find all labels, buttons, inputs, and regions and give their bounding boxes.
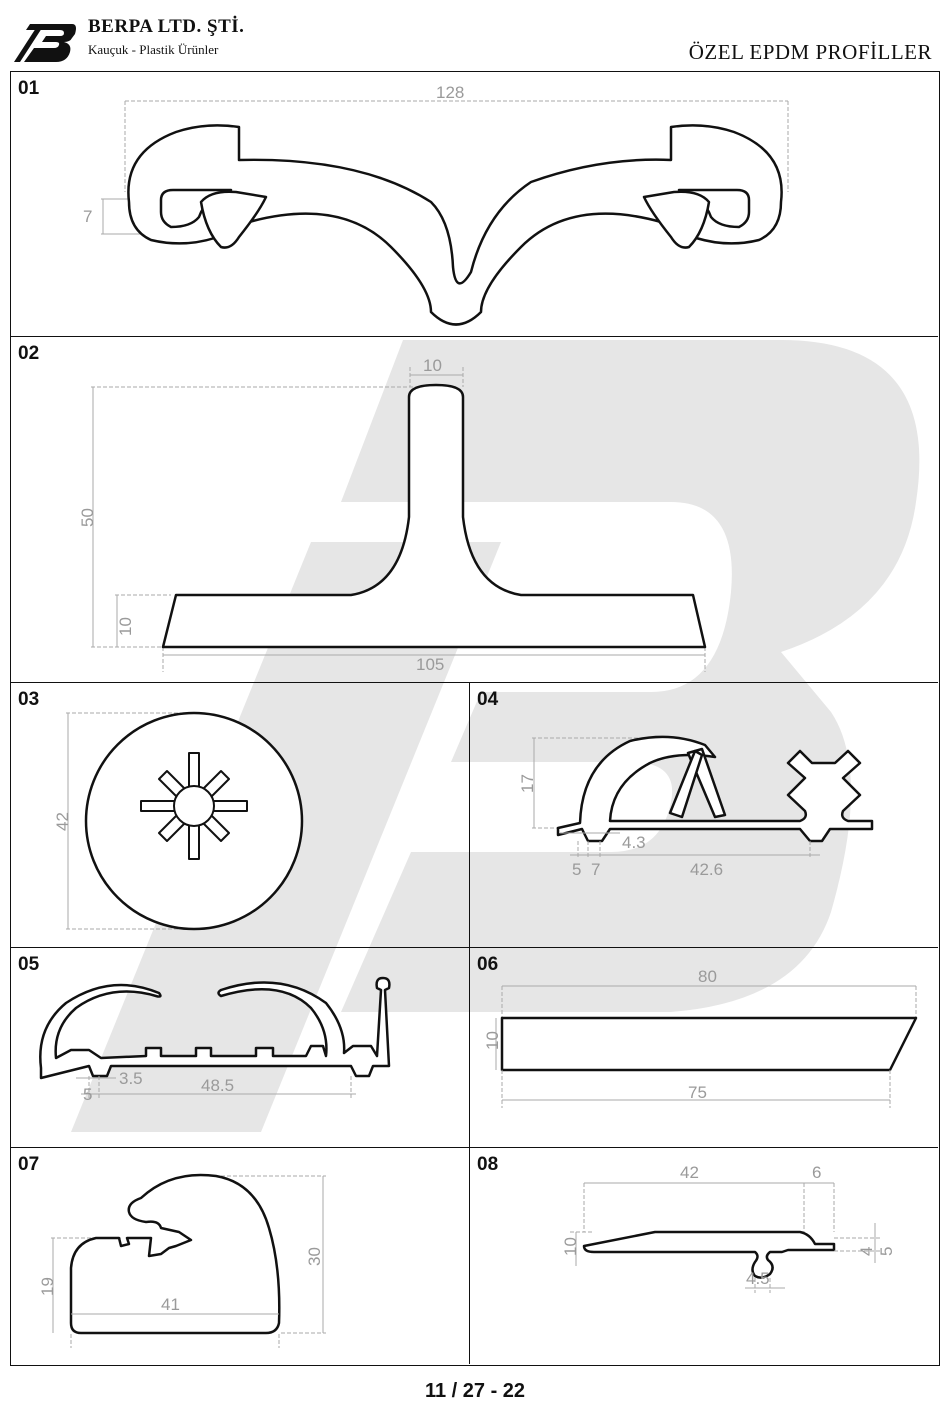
- dim-02-height: 50: [78, 508, 97, 527]
- dim-08-end-width: 6: [812, 1163, 821, 1182]
- panel-number: 04: [477, 689, 499, 710]
- dim-06-thickness: 10: [483, 1031, 502, 1050]
- profile-02-drawing: 10 50 10 105: [78, 356, 707, 674]
- panel-number: 03: [18, 689, 40, 710]
- profile-03-drawing: 42: [53, 711, 304, 931]
- profile-04-drawing: 17 4.3 5 7 42.6: [518, 735, 874, 879]
- profile-panel-07: 07 30 19 41: [11, 1148, 469, 1365]
- berpa-logo-icon: [14, 24, 76, 62]
- panel-number: 06: [477, 954, 499, 975]
- profile-07-drawing: 30 19 41: [38, 1173, 326, 1348]
- profile-panel-08: 08 42 6 10 4 5 4.5: [470, 1148, 939, 1365]
- dim-04-span: 42.6: [690, 860, 723, 879]
- dim-08-length: 42: [680, 1163, 699, 1182]
- panel-number: 08: [477, 1154, 499, 1175]
- dim-01-width: 128: [436, 83, 464, 102]
- dim-04-height: 17: [518, 774, 537, 793]
- dim-02-top-width: 10: [423, 356, 442, 375]
- profile-panel-05: 05 3.5 5 48.5: [11, 948, 469, 1147]
- company-name: BERPA LTD. ŞTİ.: [88, 16, 245, 37]
- profile-panel-03: 03 42: [11, 683, 469, 947]
- profile-08-drawing: 42 6 10 4 5 4.5: [561, 1163, 896, 1293]
- dim-07-left-height: 19: [38, 1277, 57, 1296]
- page-code: 11 / 27 - 22: [424, 1380, 526, 1402]
- profile-panel-02: 02 10 50 10 105: [11, 337, 939, 682]
- panel-number: 01: [18, 78, 40, 99]
- dim-07-height: 30: [305, 1247, 324, 1266]
- dim-07-width: 41: [161, 1295, 180, 1314]
- document-title: ÖZEL EPDM PROFİLLER: [688, 40, 932, 64]
- dim-06-top-length: 80: [698, 967, 717, 986]
- profile-panel-01: 01 128 7: [11, 72, 939, 336]
- dim-01-height: 7: [83, 207, 92, 226]
- dim-04-small-7: 7: [591, 860, 600, 879]
- dim-05-span: 48.5: [201, 1076, 234, 1095]
- dim-08-lip-4: 4: [857, 1247, 876, 1256]
- profile-05-drawing: 3.5 5 48.5: [39, 976, 391, 1104]
- dim-08-lip-5: 5: [877, 1247, 896, 1256]
- dim-06-bottom-length: 75: [688, 1083, 707, 1102]
- dim-02-base-height: 10: [116, 617, 135, 636]
- dim-05-small: 5: [83, 1085, 92, 1104]
- profile-01-drawing: 128 7: [83, 83, 789, 326]
- dim-03-diameter: 42: [53, 812, 72, 831]
- company-tagline: Kauçuk - Plastik Ürünler: [88, 42, 219, 57]
- profile-06-drawing: 80 10 75: [483, 967, 918, 1108]
- dim-08-bulb: 4.5: [746, 1269, 770, 1288]
- panel-number: 02: [18, 343, 40, 364]
- panel-number: 07: [18, 1154, 40, 1175]
- dim-05-slot: 3.5: [119, 1069, 143, 1088]
- profile-panel-04: 04 17 4.3 5 7 42.6: [470, 683, 939, 947]
- dim-04-slot: 4.3: [622, 833, 646, 852]
- dim-08-height: 10: [561, 1237, 580, 1256]
- catalog-sheet: 01 128 7 02 10 50: [10, 71, 940, 1366]
- profile-panel-06: 06 80 10 75: [470, 948, 939, 1147]
- dim-02-base-width: 105: [416, 655, 444, 674]
- panel-number: 05: [18, 954, 40, 975]
- dim-04-small-5: 5: [572, 860, 581, 879]
